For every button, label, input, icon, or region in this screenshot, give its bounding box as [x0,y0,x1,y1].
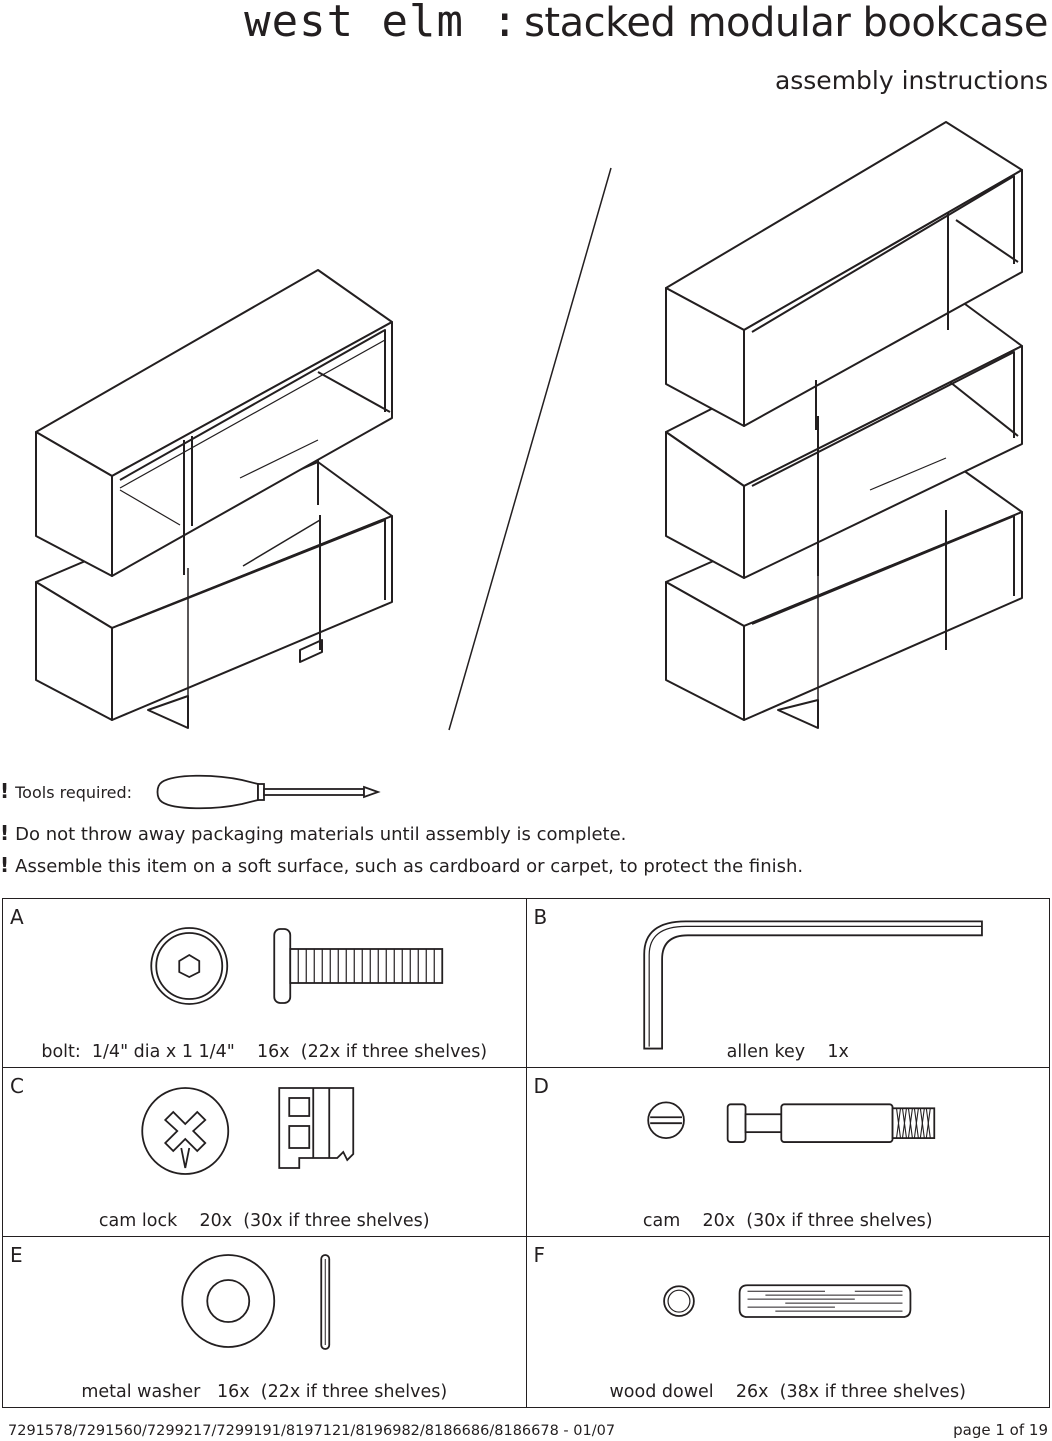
divider-line [448,167,612,731]
tools-required-label: Tools required: [15,783,133,802]
packaging-note: !Do not throw away packaging materials u… [0,823,626,844]
product-title: stacked modular bookcase [524,0,1048,46]
three-shelf-bookcase-drawing [665,121,1023,729]
part-cell-f: F wood dowel 26x (38x if three shelves) [525,1236,1050,1408]
part-caption: allen key 1x [726,1041,849,1062]
allen-key-icon [642,920,983,1050]
surface-note: !Assemble this item on a soft surface, s… [0,855,803,876]
tools-required-note: ! Tools required: [0,781,132,802]
part-caption: bolt: 1/4" dia x 1 1/4" 16x (22x if thre… [41,1041,488,1062]
part-cell-a: A bolt: 1/4" dia x 1 1/4" 16x (22x if th… [2,898,527,1068]
cam-icon [646,1101,935,1143]
brand-name: west elm : [244,0,519,47]
page-number: page 1 of 19 [953,1421,1048,1439]
bookcase-illustration [35,121,1023,731]
washer-icon [181,1254,331,1350]
bolt-icon [150,927,444,1005]
screwdriver-icon [156,774,381,810]
part-letter: C [10,1074,24,1098]
dowel-icon [662,1284,911,1318]
part-letter: D [533,1074,549,1098]
part-cell-c: C cam lock 20x (30x if three shelves) [2,1067,527,1237]
warning-mark: ! [0,779,10,803]
part-letter: A [10,905,24,929]
parts-table: A bolt: 1/4" dia x 1 1/4" 16x (22x if th… [2,898,1050,1408]
page-subtitle: assembly instructions [774,66,1048,95]
part-caption: cam 20x (30x if three shelves) [642,1210,933,1231]
part-caption: metal washer 16x (22x if three shelves) [81,1381,448,1402]
part-cell-d: D cam 20x (30x if three shelves) [525,1067,1050,1237]
two-shelf-bookcase-drawing [35,269,393,729]
part-letter: E [10,1243,23,1267]
part-cell-e: E metal washer 16x (22x if three shelves… [2,1236,527,1408]
part-letter: F [533,1243,546,1267]
part-caption: cam lock 20x (30x if three shelves) [98,1210,430,1231]
part-caption: wood dowel 26x (38x if three shelves) [609,1381,967,1402]
surface-text: Assemble this item on a soft surface, su… [15,856,804,877]
packaging-text: Do not throw away packaging materials un… [15,824,627,845]
sku-footer: 7291578/7291560/7299217/7299191/8197121/… [8,1423,616,1439]
warning-mark: ! [0,853,10,877]
warning-mark: ! [0,821,10,845]
page-title: west elm : stacked modular bookcase [244,0,1048,44]
part-letter: B [533,905,548,929]
cam-lock-icon [141,1087,355,1175]
part-cell-b: B allen key 1x [525,898,1050,1068]
